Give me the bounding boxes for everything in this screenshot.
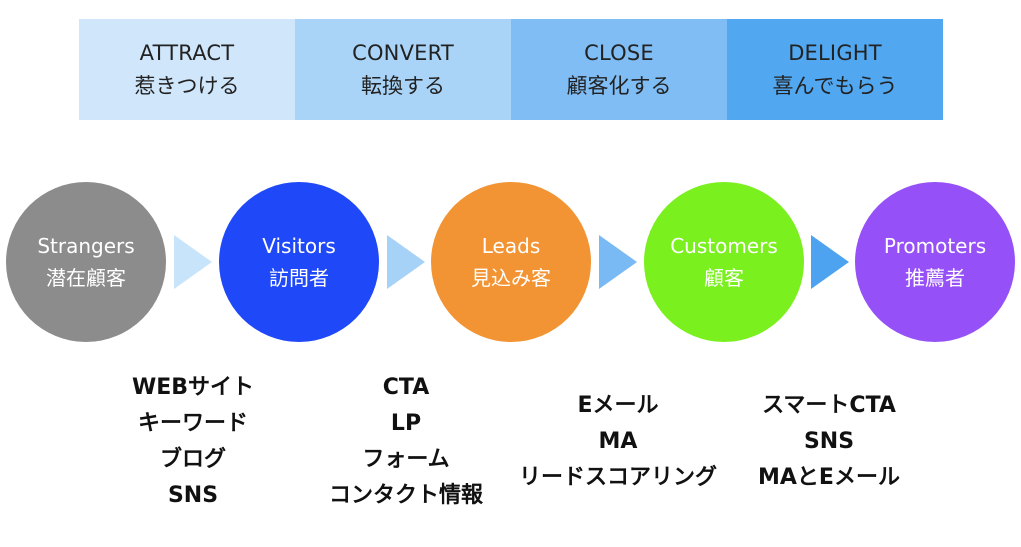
- stage-close: CLOSE 顧客化する: [511, 19, 727, 120]
- flow-arrow-icon: [387, 235, 425, 289]
- stage-label-ja: 惹きつける: [134, 73, 240, 98]
- tactics-convert: CTA LP フォーム コンタクト情報: [291, 370, 521, 514]
- stage-label-ja: 転換する: [361, 73, 445, 98]
- tactic-item: スマートCTA: [762, 393, 896, 418]
- persona-visitors: Visitors 訪問者: [219, 182, 379, 342]
- tactic-item: フォーム: [362, 447, 450, 472]
- persona-leads: Leads 見込み客: [431, 182, 591, 342]
- flow-arrow-icon: [174, 235, 212, 289]
- tactic-item: コンタクト情報: [328, 483, 483, 508]
- persona-customers: Customers 顧客: [644, 182, 804, 342]
- persona-label-ja: 訪問者: [269, 266, 329, 290]
- tactic-item: キーワード: [137, 411, 248, 436]
- stage-attract: ATTRACT 惹きつける: [79, 19, 295, 120]
- stage-label-en: ATTRACT: [139, 40, 235, 65]
- flow-arrow-icon: [811, 235, 849, 289]
- flow-arrow-icon: [599, 235, 637, 289]
- stage-label-en: DELIGHT: [788, 40, 882, 65]
- persona-label-en: Promoters: [883, 234, 987, 258]
- tactic-item: LP: [390, 411, 422, 436]
- stage-delight: DELIGHT 喜んでもらう: [727, 19, 943, 120]
- stage-bar: ATTRACT 惹きつける CONVERT 転換する CLOSE 顧客化する D…: [79, 19, 943, 120]
- persona-label-en: Visitors: [262, 234, 336, 258]
- persona-label-en: Strangers: [37, 234, 135, 258]
- persona-label-ja: 顧客: [704, 266, 744, 290]
- tactic-item: SNS: [803, 429, 855, 454]
- tactics-attract: WEBサイト キーワード ブログ SNS: [78, 370, 308, 514]
- stage-label-ja: 顧客化する: [566, 73, 672, 98]
- tactic-item: CTA: [382, 375, 430, 400]
- tactic-item: MA: [598, 429, 638, 454]
- tactic-item: ブログ: [159, 447, 226, 472]
- stage-label-ja: 喜んでもらう: [772, 73, 898, 98]
- stage-convert: CONVERT 転換する: [295, 19, 511, 120]
- tactic-item: Eメール: [577, 393, 659, 418]
- tactic-item: WEBサイト: [131, 375, 255, 400]
- persona-label-en: Leads: [481, 234, 541, 258]
- persona-label-ja: 見込み客: [471, 266, 551, 290]
- persona-label-ja: 推薦者: [905, 266, 965, 290]
- tactic-item: リードスコアリング: [518, 465, 717, 490]
- stage-label-en: CONVERT: [352, 40, 454, 65]
- persona-label-en: Customers: [670, 234, 778, 258]
- persona-strangers: Strangers 潜在顧客: [6, 182, 166, 342]
- stage-label-en: CLOSE: [584, 40, 654, 65]
- tactic-item: SNS: [167, 483, 219, 508]
- tactics-delight: スマートCTA SNS MAとEメール: [714, 388, 944, 496]
- persona-label-ja: 潜在顧客: [46, 266, 126, 290]
- tactics-close: Eメール MA リードスコアリング: [503, 388, 733, 496]
- tactic-item: MAとEメール: [758, 465, 900, 490]
- persona-promoters: Promoters 推薦者: [855, 182, 1015, 342]
